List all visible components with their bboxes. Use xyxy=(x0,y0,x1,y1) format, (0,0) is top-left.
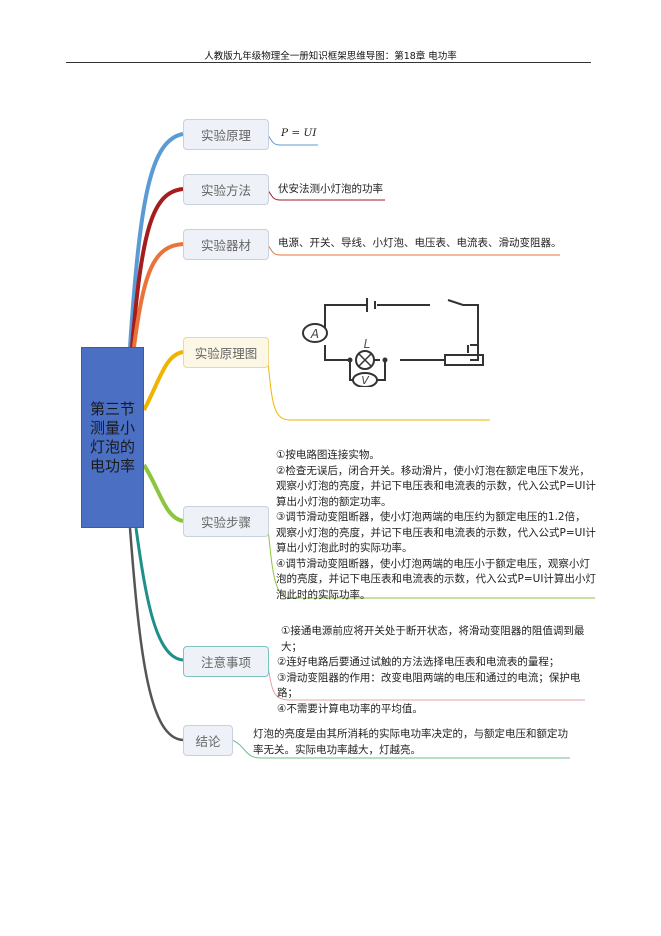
step-2: ②检查无误后，闭合开关。移动滑片，使小灯泡在额定电压下发光，观察小灯泡的亮度，并… xyxy=(276,464,596,508)
step-1: ①按电路图连接实物。 xyxy=(276,449,380,461)
connector-steps xyxy=(142,463,184,523)
connector-notes xyxy=(134,527,184,662)
voltmeter-label: V xyxy=(361,374,370,387)
node-notes[interactable]: 注意事项 xyxy=(183,646,269,677)
principle-formula: P = UI xyxy=(281,127,317,139)
node-equipment[interactable]: 实验器材 xyxy=(183,229,269,260)
conclusion-text: 灯泡的亮度是由其所消耗的实际电功率决定的，与额定电压和额定功率无关。实际电功率越… xyxy=(253,728,568,756)
steps-list: ①按电路图连接实物。 ②检查无误后，闭合开关。移动滑片，使小灯泡在额定电压下发光… xyxy=(276,448,596,603)
ammeter-icon: A xyxy=(302,323,328,343)
connector-diagram xyxy=(142,350,184,411)
node-steps[interactable]: 实验步骤 xyxy=(183,506,269,537)
page-header: 人教版九年级物理全一册知识框架思维导图：第18章 电功率 xyxy=(204,51,457,62)
connector-conclusion xyxy=(128,527,184,742)
notes-list: ①接通电源前应将开关处于断开状态，将滑动变阻器的阻值调到最大； ②连好电路后要通… xyxy=(277,624,589,717)
step-4: ④调节滑动变阻断器，使小灯泡两端的电压小于额定电压，观察小灯泡的亮度，并记下电压… xyxy=(276,557,596,601)
ammeter-label: A xyxy=(310,327,319,341)
header-rule xyxy=(66,62,591,63)
connector-method xyxy=(130,187,184,348)
node-circuit-diagram[interactable]: 实验原理图 xyxy=(183,337,269,368)
node-method[interactable]: 实验方法 xyxy=(183,174,269,205)
central-topic: 第三节 测量小灯泡的电功率 xyxy=(81,347,144,528)
lamp-label: L xyxy=(364,337,371,351)
step-3: ③调节滑动变阻断器，使小灯泡两端的电压约为额定电压的1.2倍，观察小灯泡的亮度，… xyxy=(276,511,596,554)
node-principle[interactable]: 实验原理 xyxy=(183,119,269,150)
connector-equipment xyxy=(132,242,184,348)
connector-principle xyxy=(128,132,184,348)
node-conclusion[interactable]: 结论 xyxy=(183,725,233,756)
note-4: ④不需要计算电功率的平均值。 xyxy=(277,702,423,715)
circuit-diagram: A L V xyxy=(302,298,484,387)
note-3: ③滑动变阻器的作用：改变电阻两端的电压和通过的电流；保护电路； xyxy=(277,671,581,700)
note-1: ①接通电源前应将开关处于断开状态，将滑动变阻器的阻值调到最大； xyxy=(281,625,585,653)
lamp-icon: L xyxy=(355,337,375,370)
equipment-text: 电源、开关、导线、小灯泡、电压表、电流表、滑动变阻器。 xyxy=(278,237,562,249)
method-text: 伏安法测小灯泡的功率 xyxy=(278,183,383,195)
note-2: ②连好电路后要通过试触的方法选择电压表和电流表的量程； xyxy=(277,656,560,668)
voltmeter-icon: V xyxy=(352,372,378,387)
